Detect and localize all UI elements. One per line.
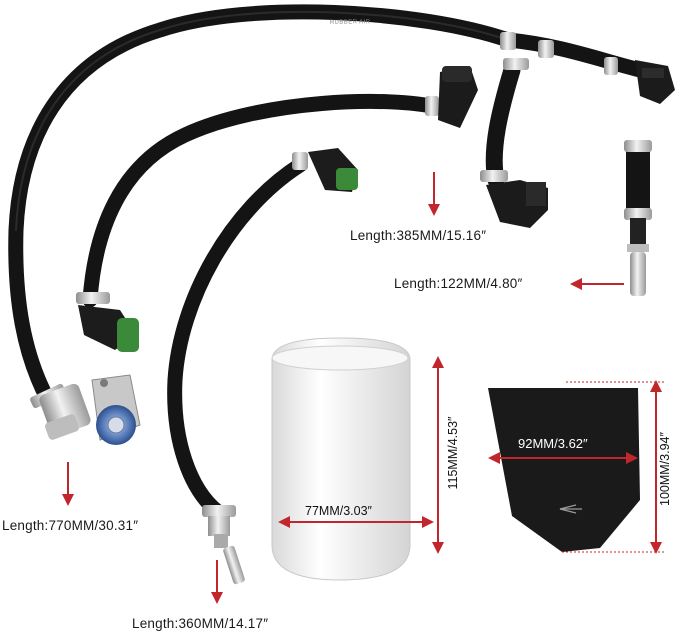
length-label-short-hose: Length:122MM/4.80″ — [394, 276, 523, 291]
upper-right-hose — [480, 32, 675, 228]
hose-clamp — [503, 58, 529, 70]
gasket — [488, 388, 640, 552]
connector-hose — [76, 66, 478, 352]
hose-print-text: RUBBER AIR — [330, 19, 371, 26]
hose-clamp — [500, 32, 516, 50]
gasket-height-label: 100MM/3.94″ — [658, 432, 672, 506]
hose-clamp — [604, 57, 618, 75]
long-hose: RUBBER AIR — [8, 4, 516, 445]
length-label-upper-right-hose: Length:385MM/15.16″ — [350, 228, 487, 243]
green-connector-lock — [336, 168, 358, 190]
steel-pipe-end — [630, 252, 646, 296]
dimension-arrows — [62, 172, 662, 604]
hose-clamp — [202, 505, 236, 517]
steel-pipe-end — [223, 545, 245, 585]
filter-height-label: 115MM/4.53″ — [446, 416, 460, 490]
length-label-middle-hose: Length:360MM/14.17″ — [132, 616, 269, 631]
fuel-filter — [271, 337, 411, 581]
hose-clamp — [480, 170, 508, 182]
gasket-width-label: 92MM/3.62″ — [518, 436, 588, 451]
middle-hose — [167, 148, 358, 585]
quick-connect-fitting — [635, 60, 675, 104]
hose-clamp — [538, 40, 554, 58]
hose-clamp — [292, 152, 308, 170]
hose-clamp — [624, 140, 652, 152]
green-connector-lock — [117, 318, 139, 352]
hose-clamp — [76, 292, 110, 304]
hose-clamp — [624, 208, 652, 220]
short-hose — [624, 140, 652, 296]
length-label-long-hose: Length:770MM/30.31″ — [2, 518, 139, 533]
steel-fitting — [208, 516, 230, 536]
filter-width-label: 77MM/3.03″ — [305, 504, 372, 518]
hose-clamp — [425, 96, 439, 116]
